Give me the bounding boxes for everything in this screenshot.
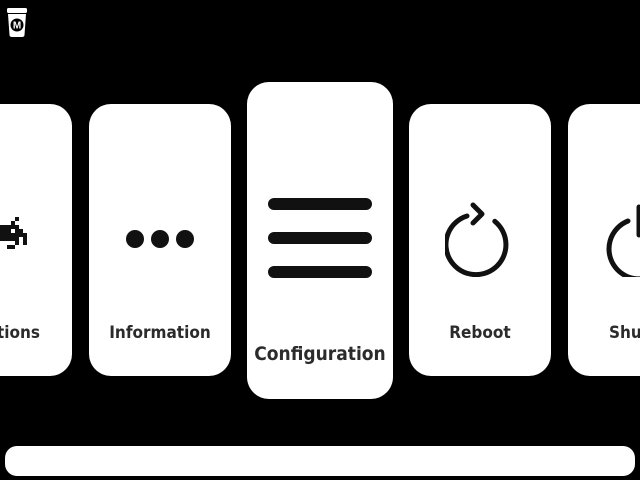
logo-letter: M xyxy=(13,21,21,32)
main-menu-carousel: Applications Information Configuration R… xyxy=(0,82,640,399)
menu-card-shutdown[interactable]: Shutdown xyxy=(568,104,640,376)
menu-card-reboot[interactable]: Reboot xyxy=(409,104,551,376)
space-invader-icon xyxy=(0,217,27,249)
menu-card-label: Applications xyxy=(0,323,40,343)
hamburger-menu-icon xyxy=(268,198,372,278)
menu-card-label: Configuration xyxy=(254,343,386,365)
menu-card-label: Shutdown xyxy=(609,323,640,343)
ellipsis-icon xyxy=(126,230,194,248)
menu-card-applications[interactable]: Applications xyxy=(0,104,72,376)
menu-card-information[interactable]: Information xyxy=(89,104,231,376)
reboot-icon xyxy=(445,202,509,277)
menu-card-label: Reboot xyxy=(449,323,511,343)
power-icon xyxy=(606,204,640,277)
menu-card-label: Information xyxy=(109,323,211,343)
jar-logo-icon: M xyxy=(7,8,27,37)
bottom-status-bar xyxy=(5,446,635,476)
menu-card-configuration[interactable]: Configuration xyxy=(247,82,393,399)
app-logo: M xyxy=(4,6,30,38)
